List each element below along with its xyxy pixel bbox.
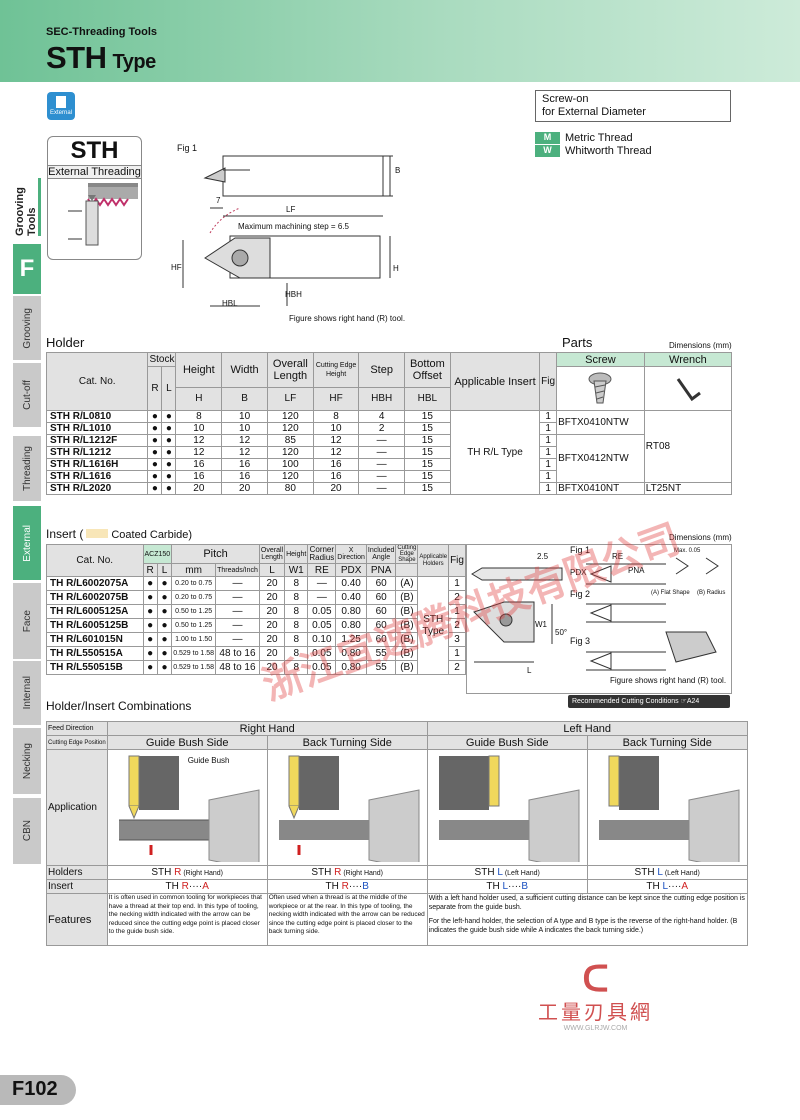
screw-icon	[556, 366, 645, 411]
product-box: STH External Threading	[47, 136, 142, 260]
tab-grooving-tools[interactable]: Grooving Tools	[13, 178, 41, 236]
logo-mark-icon: ᑕ	[582, 958, 609, 999]
recommended-conditions-link[interactable]: Recommended Cutting Conditions ☞A24	[568, 695, 730, 708]
tab-grooving[interactable]: Grooving	[13, 296, 41, 360]
insert-title: Insert (Coated Carbide)	[46, 527, 193, 541]
external-icon: External	[47, 92, 75, 120]
screw-on-line2: for External Diameter	[542, 106, 646, 118]
tab-external[interactable]: External	[13, 506, 41, 580]
tab-internal[interactable]: Internal	[13, 661, 41, 725]
col-insert: Applicable Insert	[449, 352, 541, 411]
holder-title: Holder	[46, 335, 85, 350]
col-screw: Screw	[556, 352, 645, 367]
dim-7: 7	[216, 196, 221, 205]
step-note: Maximum machining step = 6.5	[238, 222, 349, 231]
insert-fig-note: Figure shows right hand (R) tool.	[610, 676, 727, 685]
ins-dim-50: 50°	[555, 628, 568, 637]
dim-HBL: HBL	[222, 299, 238, 308]
application-img-3	[426, 749, 588, 866]
dim-HBH: HBH	[285, 290, 302, 299]
dim-HF: HF	[171, 263, 182, 272]
application-img-1: Guide Bush	[106, 749, 268, 866]
dim-LF: LF	[286, 205, 296, 214]
ins-col-cat: Cat. No.	[46, 544, 144, 577]
application-img-2	[266, 749, 428, 866]
header-banner	[0, 0, 800, 82]
ins-dim-L: L	[527, 666, 532, 675]
max-label: Max. 0.05	[674, 548, 701, 554]
ins-dim-2-5: 2.5	[537, 552, 549, 561]
screw-on-box: Screw-on for External Diameter	[535, 90, 731, 122]
parts-title: Parts	[562, 335, 593, 350]
radius-shape-label: (B) Radius	[697, 590, 726, 596]
holder-drawing	[182, 155, 393, 307]
col-wrench: Wrench	[643, 352, 733, 367]
screw-on-line1: Screw-on	[542, 93, 589, 105]
tab-cut-off[interactable]: Cut-off	[13, 363, 41, 427]
col-overall: Overall Length	[266, 352, 314, 388]
combos-title: Holder/Insert Combinations	[46, 699, 192, 713]
col-height: Height	[175, 352, 223, 388]
insert-drawings	[471, 557, 719, 671]
header-subtitle: SEC-Threading Tools	[46, 26, 158, 38]
holder-dims-note: Dimensions (mm)	[669, 341, 732, 350]
ins-dim-PDX: PDX	[570, 568, 587, 577]
tab-cbn[interactable]: CBN	[13, 798, 41, 864]
threading-illustration-icon	[68, 183, 138, 246]
flat-shape-label: (A) Flat Shape	[651, 590, 690, 596]
ins-dim-RE: RE	[612, 552, 624, 561]
tab-face[interactable]: Face	[13, 583, 41, 659]
header-title-suffix: Type	[112, 51, 157, 73]
holder-insert-cell: TH R/L Type	[449, 410, 541, 495]
product-label: External Threading	[48, 165, 141, 179]
col-width: Width	[221, 352, 268, 388]
application-img-4	[586, 749, 748, 866]
ins-dim-W1: W1	[535, 620, 547, 629]
product-name: STH	[70, 137, 119, 164]
tab-necking[interactable]: Necking	[13, 728, 41, 794]
ins-dim-PNA: PNA	[628, 566, 645, 575]
insert-drawing-panel	[466, 544, 732, 694]
tab-threading[interactable]: Threading	[13, 436, 41, 501]
col-bottom: Bottom Offset	[403, 352, 451, 388]
insert-holders-cell: STH Type	[417, 576, 450, 675]
wrench-icon	[643, 366, 733, 411]
coated-swatch	[86, 529, 109, 538]
header-title-main: STH	[46, 40, 107, 75]
col-fig: Fig	[539, 352, 558, 411]
glrjw-logo: ᑕ 工量刃具網 WWW.GLRJW.COM	[538, 958, 653, 1033]
ins-col-pitch: Pitch	[171, 544, 260, 564]
dim-H: H	[393, 264, 399, 273]
col-stock: Stock	[147, 352, 177, 367]
holder-table: Cat. No. Stock Height Width Overall Leng…	[45, 352, 733, 495]
col-cat: Cat. No.	[45, 352, 149, 411]
fig1-note: Figure shows right hand (R) tool.	[289, 314, 406, 323]
ins-col-grade: ACZ150	[142, 544, 173, 564]
col-step: Step	[358, 352, 405, 388]
combos-table: Feed Direction Right Hand Left Hand Cutt…	[46, 721, 748, 946]
dim-B: B	[395, 166, 401, 175]
page-number: F102	[0, 1075, 76, 1105]
col-cutting: Cutting Edge Height	[312, 352, 360, 388]
insert-dims-note: Dimensions (mm)	[669, 533, 732, 542]
fig1-label: Fig 1	[177, 143, 198, 153]
tab-F[interactable]: F	[13, 244, 41, 294]
insert-table: Cat. No. ACZ150 Pitch Overall Length Hei…	[46, 544, 466, 675]
